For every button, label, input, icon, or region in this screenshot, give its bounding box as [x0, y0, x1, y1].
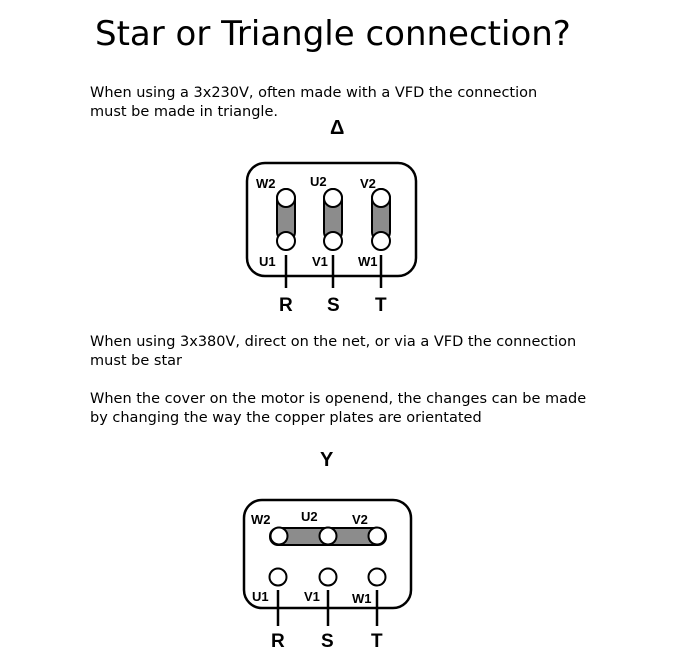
phase-t: T	[371, 631, 383, 652]
terminal-w2: W2	[251, 512, 271, 527]
terminal-v2: V2	[352, 512, 368, 527]
terminal-v1: V1	[304, 589, 320, 604]
terminal-stud	[276, 188, 296, 208]
triangle-diagram: Δ W2 U2 V2 U1 V1 W1 R S T	[245, 117, 418, 316]
terminal-stud	[367, 526, 387, 546]
terminal-stud	[318, 567, 338, 587]
terminal-stud	[323, 231, 343, 251]
triangle-description: When using a 3x230V, often made with a V…	[90, 85, 538, 120]
terminal-u2: U2	[310, 174, 327, 189]
phase-s: S	[321, 631, 334, 652]
cover-description: When the cover on the motor is openend, …	[90, 391, 587, 426]
terminal-stud	[268, 567, 288, 587]
star-symbol: Y	[320, 449, 334, 471]
terminal-stud	[276, 231, 296, 251]
terminal-stud	[371, 188, 391, 208]
phase-r: R	[279, 295, 293, 316]
page-title: Star or Triangle connection?	[95, 14, 571, 54]
terminal-stud	[318, 526, 338, 546]
star-diagram: Y W2 U2 V2 U1 V1 W1 R S T	[242, 449, 413, 652]
terminal-stud	[371, 231, 391, 251]
phase-r: R	[271, 631, 285, 652]
terminal-w1: W1	[358, 254, 378, 269]
phase-s: S	[327, 295, 340, 316]
terminal-stud	[269, 526, 289, 546]
diagram-group: W2 U2 V2 U1 V1 W1 R S T	[251, 509, 383, 652]
diagram-group: W2 U2 V2 U1 V1 W1 R S T	[256, 174, 387, 316]
terminal-w2: W2	[256, 176, 276, 191]
terminal-u2: U2	[301, 509, 318, 524]
star-description: When using 3x380V, direct on the net, or…	[90, 334, 577, 369]
phase-t: T	[375, 295, 387, 316]
terminal-v2: V2	[360, 176, 376, 191]
terminal-stud	[367, 567, 387, 587]
terminal-u1: U1	[252, 589, 269, 604]
terminal-stud	[323, 188, 343, 208]
terminal-u1: U1	[259, 254, 276, 269]
delta-symbol: Δ	[330, 117, 344, 139]
terminal-box	[245, 161, 418, 278]
terminal-w1: W1	[352, 591, 372, 606]
terminal-v1: V1	[312, 254, 328, 269]
